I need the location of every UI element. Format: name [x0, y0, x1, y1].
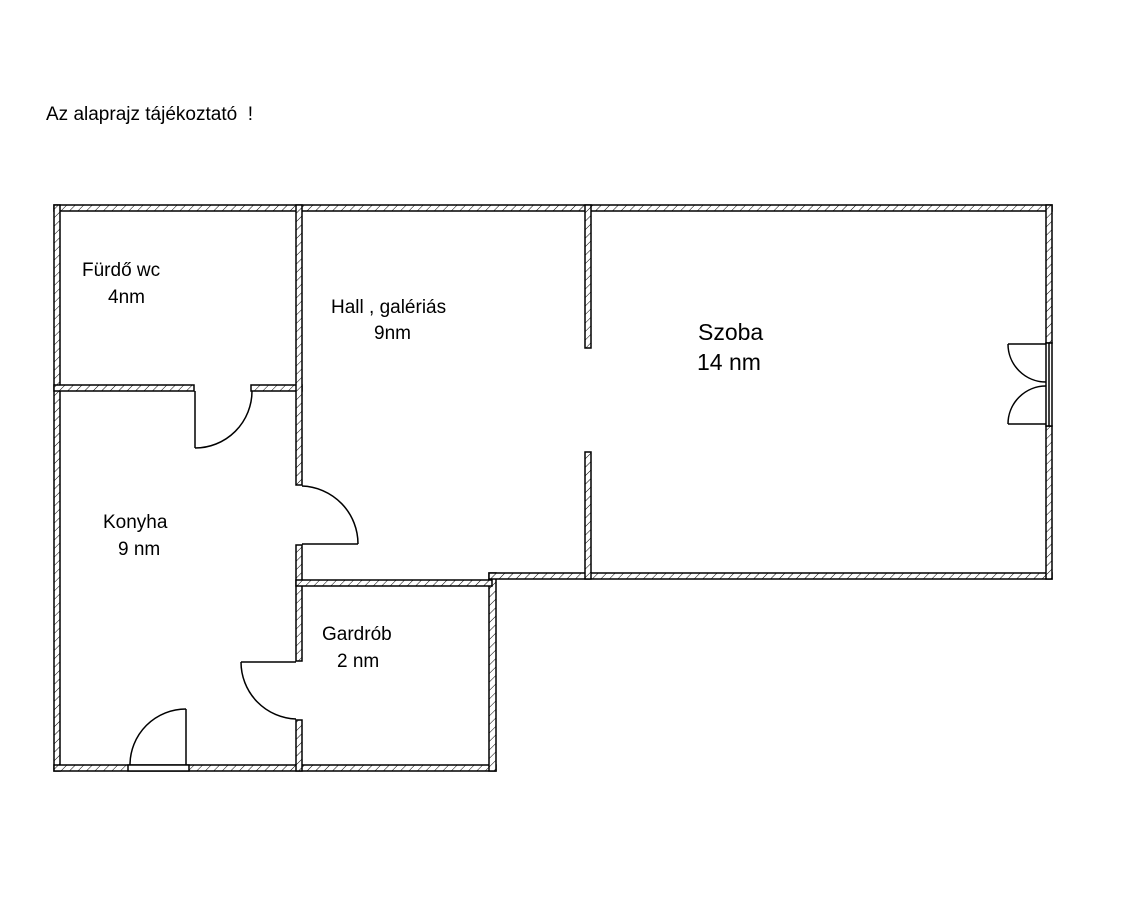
label-szoba-area: 14 nm — [697, 349, 761, 375]
wall-bath-kitchen-right — [250, 384, 303, 392]
wall-gardrob-right — [488, 572, 497, 772]
wall-col-1-bot — [295, 719, 303, 772]
room-labels: Fürdő wc 4nm Hall , galériás 9nm Szoba 1… — [82, 260, 763, 672]
label-gardrob-name: Gardrób — [322, 624, 392, 645]
wall-col-1-top — [295, 204, 303, 486]
label-hall-name: Hall , galériás — [331, 297, 446, 318]
door-hall — [301, 485, 359, 545]
wall-hall-room-top — [584, 204, 592, 349]
wall-bath-kitchen — [53, 384, 195, 392]
disclaimer-note: Az alaprajz tájékoztató ! — [46, 104, 253, 125]
wall-bottom-right — [488, 572, 1053, 580]
interior-walls — [53, 204, 592, 772]
door-balcony — [1007, 342, 1053, 427]
label-furdo-area: 4nm — [108, 287, 145, 308]
wall-col-1-mid — [295, 544, 303, 662]
label-konyha-area: 9 nm — [118, 539, 160, 560]
wall-hall-gardrob — [295, 579, 493, 587]
label-konyha-name: Konyha — [103, 512, 168, 533]
door-bathroom — [194, 390, 253, 449]
wall-right-lower — [1045, 425, 1053, 580]
label-gardrob-area: 2 nm — [337, 651, 379, 672]
doors — [127, 342, 1053, 772]
label-furdo-name: Fürdő wc — [82, 260, 160, 281]
wall-left — [53, 204, 61, 772]
wall-top — [53, 204, 1053, 212]
wall-bottom-left — [53, 764, 497, 772]
label-hall-area: 9nm — [374, 323, 411, 344]
door-entrance — [127, 708, 190, 772]
outer-walls — [53, 204, 1053, 772]
wall-right-upper — [1045, 204, 1053, 344]
door-gardrob — [240, 661, 297, 720]
label-szoba-name: Szoba — [698, 319, 763, 345]
wall-hall-room-bot — [584, 451, 592, 580]
